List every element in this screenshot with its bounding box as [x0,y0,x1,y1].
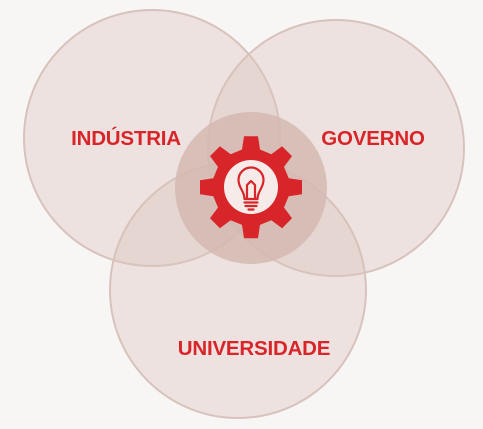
label-governo: GOVERNO [321,127,425,150]
lightbulb-icon [237,166,265,211]
gear-lightbulb-icon [200,136,302,239]
label-universidade: UNIVERSIDADE [178,337,331,360]
gear-hub-disc [224,160,278,214]
label-industria: INDÚSTRIA [71,126,181,150]
